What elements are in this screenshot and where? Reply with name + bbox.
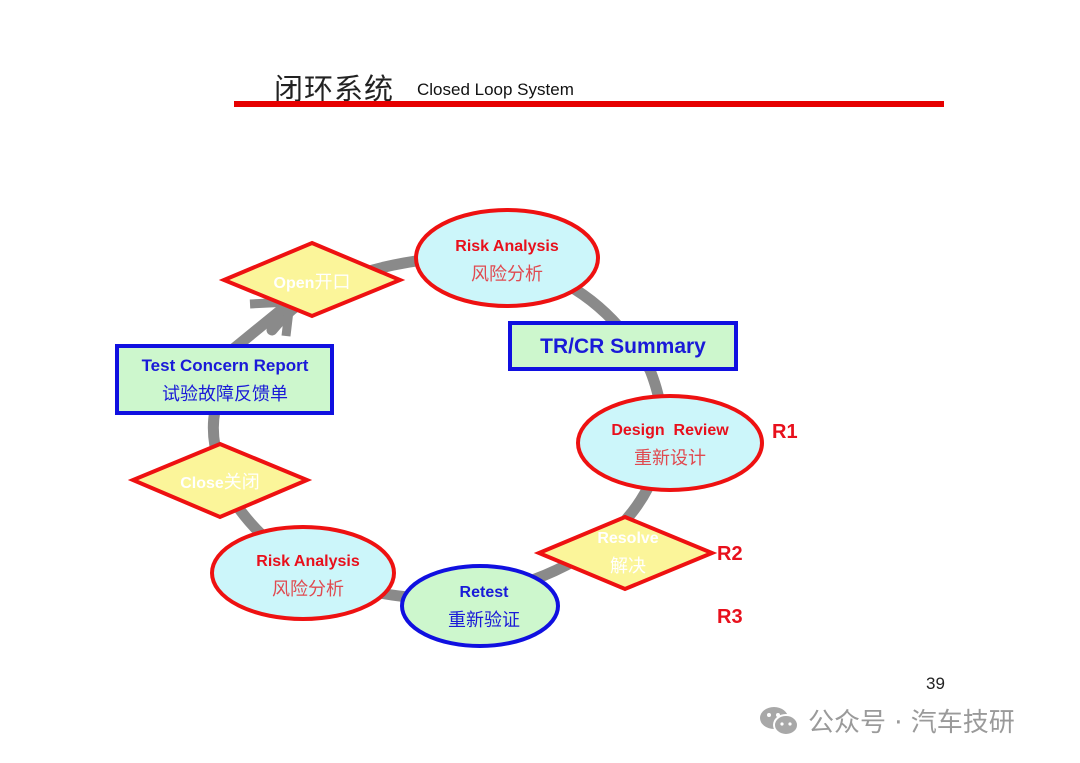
risk-analysis-bottom-label: Risk Analysis 风险分析 bbox=[256, 553, 359, 601]
r2-label: R2 bbox=[717, 543, 743, 565]
resolve-label: Resolve 解决 bbox=[597, 530, 658, 578]
trcr-summary-text: TR/CR Summary bbox=[540, 335, 706, 358]
r3-label: R3 bbox=[717, 606, 743, 628]
test-concern-report-box bbox=[115, 344, 334, 415]
design-review-label: Design Review 重新设计 bbox=[611, 422, 728, 470]
risk-analysis-top-cn: 风险分析 bbox=[471, 264, 543, 285]
wechat-icon bbox=[760, 706, 799, 736]
risk-analysis-top-en: Risk Analysis bbox=[455, 238, 559, 255]
close-label: Close关闭 bbox=[180, 468, 260, 494]
retest-ellipse bbox=[400, 564, 560, 648]
close-diamond bbox=[127, 441, 313, 520]
test-concern-report-en: Test Concern Report bbox=[141, 356, 309, 375]
resolve-cn: 解决 bbox=[610, 556, 646, 577]
risk-analysis-bottom-ellipse bbox=[210, 525, 396, 621]
risk-analysis-top-label: Risk Analysis 风险分析 bbox=[455, 238, 558, 286]
page-title-chinese: 闭环系统 bbox=[274, 72, 395, 106]
page-number: 39 bbox=[926, 674, 945, 693]
trcr-summary-box bbox=[508, 321, 738, 371]
design-review-cn: 重新设计 bbox=[634, 448, 706, 469]
open-diamond bbox=[218, 240, 406, 319]
retest-label: Retest 重新验证 bbox=[448, 584, 520, 632]
title-underline bbox=[234, 101, 944, 107]
trcr-summary-label: TR/CR Summary bbox=[540, 335, 706, 359]
watermark: 公众号 · 汽车技研 bbox=[758, 702, 1015, 739]
risk-analysis-top-ellipse bbox=[414, 208, 600, 308]
open-label: Open开口 bbox=[274, 268, 351, 294]
retest-en: Retest bbox=[459, 584, 509, 601]
design-review-en: Design Review bbox=[611, 422, 729, 439]
open-label-en: Open bbox=[273, 275, 315, 292]
resolve-diamond bbox=[533, 514, 718, 592]
page-title-english: Closed Loop System bbox=[417, 80, 574, 99]
close-label-en: Close bbox=[180, 475, 224, 492]
test-concern-report-cn: 试验故障反馈单 bbox=[162, 384, 288, 405]
close-label-cn: 关闭 bbox=[223, 472, 260, 493]
r1-label: R1 bbox=[772, 421, 798, 443]
watermark-text: 公众号 · 汽车技研 bbox=[808, 708, 1015, 738]
risk-analysis-bottom-cn: 风险分析 bbox=[272, 579, 344, 600]
design-review-ellipse bbox=[576, 394, 764, 492]
test-concern-report-label: Test Concern Report 试验故障反馈单 bbox=[142, 356, 309, 406]
risk-analysis-bottom-en: Risk Analysis bbox=[256, 553, 360, 570]
open-label-cn: 开口 bbox=[314, 272, 351, 293]
resolve-en: Resolve bbox=[597, 530, 659, 547]
retest-cn: 重新验证 bbox=[448, 610, 520, 631]
